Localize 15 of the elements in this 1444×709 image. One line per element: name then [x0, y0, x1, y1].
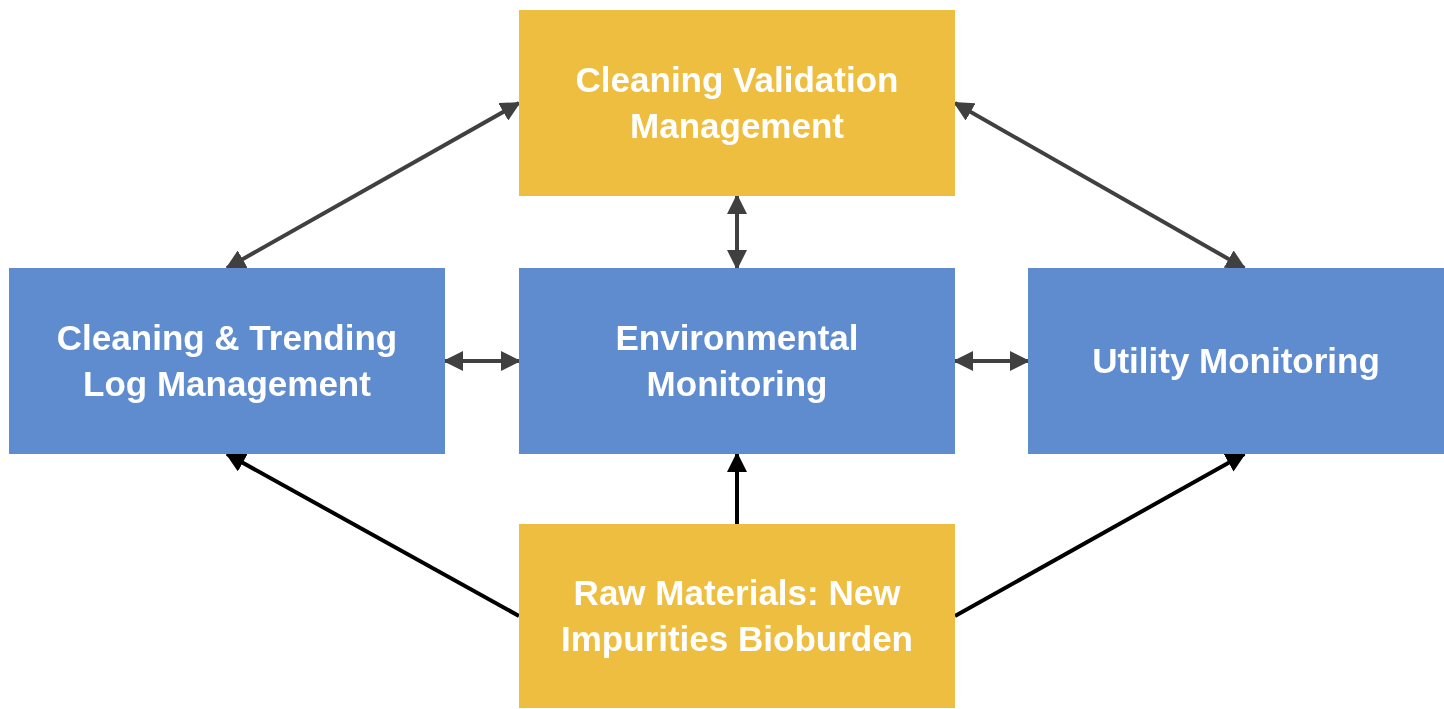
arrow — [727, 452, 747, 524]
process-box — [519, 10, 955, 196]
process-box — [1028, 268, 1444, 454]
box-label: Environmental Monitoring — [614, 317, 860, 405]
process-box — [519, 524, 955, 708]
box-label: Raw Materials: New Impurities Bioburden — [560, 572, 914, 660]
arrow — [225, 101, 521, 270]
arrow — [225, 452, 520, 618]
process-box — [9, 268, 445, 454]
box-label: Cleaning Validation Management — [574, 59, 900, 147]
arrow — [954, 452, 1247, 618]
arrow — [727, 194, 747, 270]
process-box — [519, 268, 955, 454]
box-label: Cleaning & Trending Log Management — [55, 317, 399, 405]
box-label: Utility Monitoring — [1092, 340, 1380, 382]
